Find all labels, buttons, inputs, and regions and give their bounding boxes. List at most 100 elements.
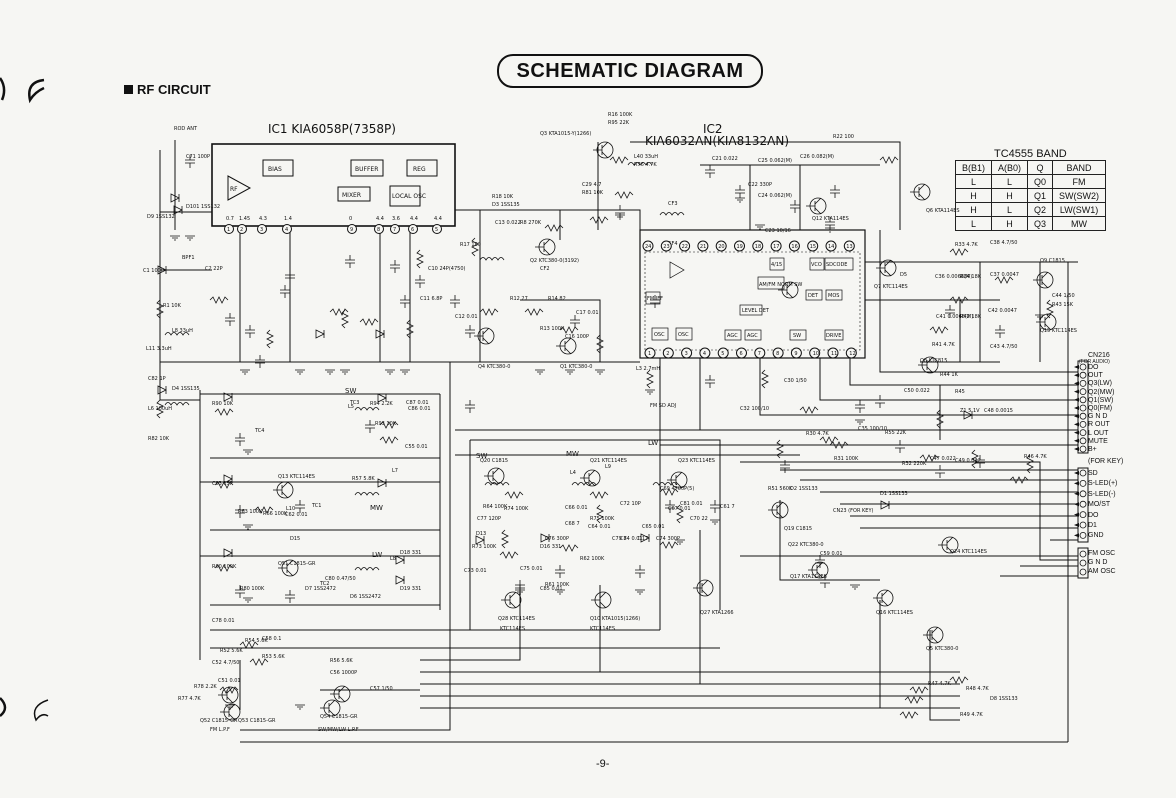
transistor-icon [910, 183, 926, 201]
capacitor [650, 295, 660, 308]
component-label: ROD ANT [174, 126, 198, 132]
ground-icon [243, 524, 253, 530]
section-heading-text: RF CIRCUIT [137, 82, 211, 97]
band-table-row: H L Q2 LW(SW1) [954, 202, 1107, 217]
resistor [614, 191, 634, 199]
component-label: R80 100K [240, 586, 265, 592]
transistor-icon [1033, 271, 1049, 289]
arrow-icon [1074, 447, 1079, 451]
component-label: C26 0.082(M) [800, 154, 834, 160]
ic2-block-label: VCO [811, 262, 822, 268]
resistor [971, 449, 979, 469]
component-label: C75 0.01 [520, 566, 543, 572]
arrow-icon [1074, 533, 1079, 538]
arrow-icon [1074, 512, 1079, 517]
connector-pin [1079, 388, 1087, 396]
ic2-pin [845, 347, 857, 359]
ic2-block-label: OSC [678, 332, 689, 338]
component-label: C44 1/50 [1052, 293, 1075, 299]
resistor [559, 544, 579, 552]
resistor [416, 249, 424, 269]
component-label: D9 1SS132 [147, 214, 175, 220]
cn216-pin: OUT [1088, 372, 1103, 380]
inductor-icon [484, 482, 510, 486]
ic1-pin [224, 224, 234, 234]
transistor-label: Q17 KTA114ES [790, 574, 827, 580]
resistor [254, 506, 274, 514]
arrow-icon [1074, 365, 1079, 369]
band-table-cell: MW [1052, 216, 1107, 231]
component-label: KTC114ES [500, 626, 525, 632]
ic2-pin-number: 12 [849, 351, 855, 357]
component-label: L40 33uH [634, 154, 658, 160]
capacitor [515, 580, 525, 593]
wire [520, 299, 601, 362]
ic1-block-label: BUFFER [355, 166, 378, 173]
connector-pin [1079, 404, 1087, 412]
band-table-row: L H Q3 MW [954, 216, 1107, 231]
component-label: C66 0.01 [565, 505, 588, 511]
ic2-pin-number: 14 [828, 244, 834, 250]
ic2-block-label: AGC [727, 333, 738, 339]
wire [819, 358, 1078, 401]
component-label: C72 10P [620, 501, 641, 507]
ic1-pin-voltage: 4.4 [434, 216, 442, 222]
band-label: SW [476, 452, 487, 460]
transistor-icon [484, 467, 500, 485]
ground-icon [535, 369, 545, 375]
ic2-pin [825, 240, 837, 252]
ic2-pin [788, 240, 800, 252]
ic2-pin-number: 4 [703, 351, 706, 357]
component-label: TC4 [254, 428, 264, 434]
ic2-pin-number: 21 [700, 244, 706, 250]
component-label: R17 100 [460, 242, 481, 248]
inductor-icon [659, 212, 685, 216]
diode-icon [375, 329, 385, 339]
arrow-icon [1074, 381, 1079, 386]
ic2-block-label: DET [808, 293, 819, 299]
diode-icon [377, 393, 387, 403]
component-label: R66 100K [263, 511, 288, 517]
connector-pin [1079, 412, 1087, 420]
component-label: C38 4.7/50 [990, 240, 1017, 246]
ic1-pin-number: 2 [240, 227, 243, 233]
square-bullet-icon [124, 85, 133, 94]
component-label: BPF1 [182, 255, 195, 261]
ic2-pin-number: 18 [755, 244, 761, 250]
component-label: R94 2.2K [370, 401, 393, 407]
arrow-icon [1074, 406, 1079, 410]
component-label: L3 2.7mH [636, 366, 660, 372]
transistor-icon [278, 559, 294, 577]
band-table-row: L L Q0 FM [954, 174, 1107, 189]
arrow-icon [1074, 481, 1079, 486]
ground-icon [240, 369, 250, 375]
connector-pin [1079, 500, 1087, 508]
component-label: R57 5.8K [352, 476, 375, 482]
resistor [929, 326, 949, 334]
transistor-label: Q20 C1815 [480, 458, 508, 464]
component-label: R45 [955, 389, 965, 395]
resistor [501, 529, 509, 549]
component-label: CF3 [668, 201, 678, 207]
component-label: L5 [348, 404, 354, 410]
transistor-label: Q7 KTC114ES [874, 284, 908, 290]
resistor [471, 237, 479, 257]
resistor [596, 334, 604, 354]
scan-mark [0, 697, 7, 717]
capacitor [710, 500, 720, 513]
inductor-icon [571, 482, 597, 486]
ic2-pin [843, 240, 855, 252]
ic1-pin-number: 1 [227, 227, 230, 233]
component-label: L4 [570, 470, 576, 476]
component-label: TC1 [311, 503, 321, 509]
ic2-pin-number: 16 [791, 244, 797, 250]
transistor-label: Q21 KTC114ES [590, 458, 627, 464]
ground-icon [243, 597, 253, 603]
component-label: C32 100/10 [740, 406, 769, 412]
component-label: C13 0.022 [495, 220, 521, 226]
component-label: TC3 [349, 400, 359, 406]
cn-key-pin: DO [1088, 511, 1099, 519]
component-label: C49 0.022 [955, 458, 981, 464]
capacitor [735, 185, 745, 198]
